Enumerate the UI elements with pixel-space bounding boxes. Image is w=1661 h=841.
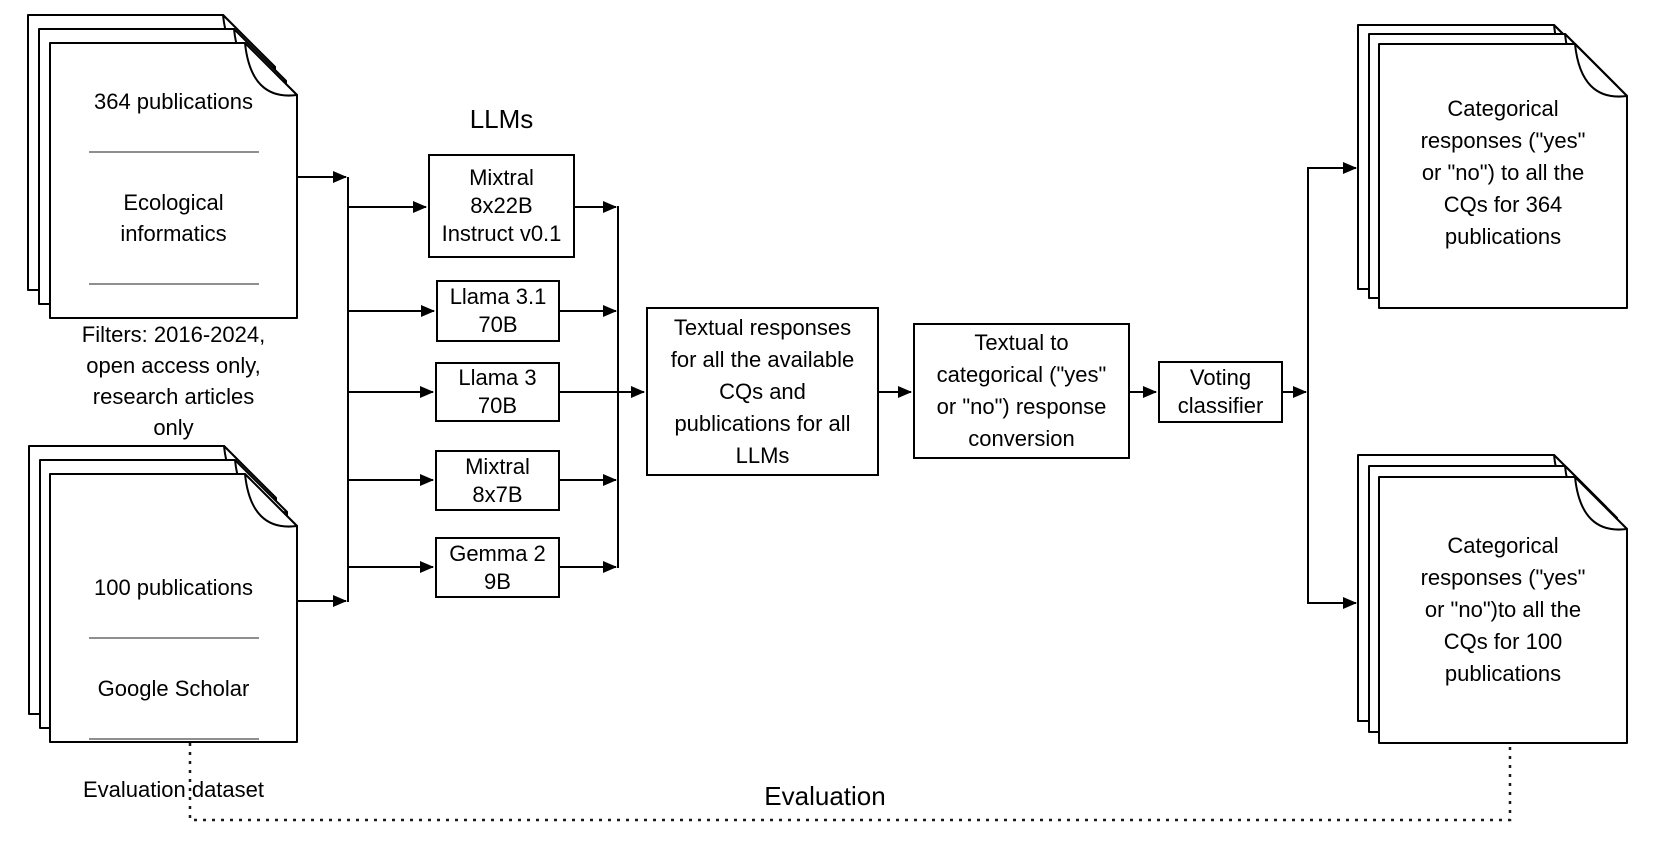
document-stack-icon-output-100 — [1357, 454, 1628, 744]
source-name: Google Scholar — [97, 676, 250, 701]
separator-line — [88, 283, 259, 285]
dataset-description: Evaluation dataset — [82, 777, 265, 802]
publication-count: 100 publications — [93, 575, 253, 600]
llm-box-mixtral-8x7b: Mixtral 8x7B — [435, 450, 560, 511]
document-stack-icon-output-364 — [1357, 24, 1628, 309]
evaluation-label: Evaluation — [764, 781, 886, 811]
llm-box-gemma-2-9b: Gemma 2 9B — [435, 537, 560, 598]
connectors — [297, 162, 1357, 609]
eval-doc-text: 100 publications Google Scholar Evaluati… — [60, 541, 287, 836]
llm-box-llama-3-70b: Llama 3 70B — [435, 362, 560, 422]
page-front — [49, 42, 298, 319]
page-front — [1378, 476, 1628, 744]
evaluation-dotted-connector — [188, 743, 1512, 822]
separator-line — [88, 637, 259, 639]
conversion-box: Textual to categorical ("yes" or "no") r… — [913, 323, 1130, 459]
filters-text: Filters: 2016-2024, open access only, re… — [81, 322, 266, 440]
textual-responses-box: Textual responses for all the available … — [646, 307, 879, 476]
output-100-text: Categorical responses ("yes" or "no")to … — [1420, 533, 1586, 686]
page-front — [49, 473, 298, 743]
document-stack-icon-evaluation — [28, 445, 298, 743]
page-front — [1378, 43, 1628, 309]
llms-heading: LLMs — [469, 104, 534, 134]
llm-box-mixtral-8x22b: Mixtral 8x22B Instruct v0.1 — [428, 154, 575, 258]
eco-doc-text: 364 publications Ecological informatics … — [60, 55, 287, 474]
llm-box-llama-3-1-70b: Llama 3.1 70B — [436, 280, 560, 342]
source-name: Ecological informatics — [120, 190, 227, 246]
page-fold-icon — [244, 473, 298, 528]
page-fold-icon — [244, 42, 298, 97]
separator-line — [88, 151, 259, 153]
page-fold-icon — [1574, 43, 1628, 98]
page-fold-icon — [1574, 476, 1628, 531]
output-364-text: Categorical responses ("yes" or "no") to… — [1420, 96, 1586, 249]
voting-classifier-box: Voting classifier — [1158, 361, 1283, 423]
document-stack-icon-ecological — [27, 14, 298, 319]
publication-count: 364 publications — [93, 89, 253, 114]
separator-line — [88, 738, 259, 740]
